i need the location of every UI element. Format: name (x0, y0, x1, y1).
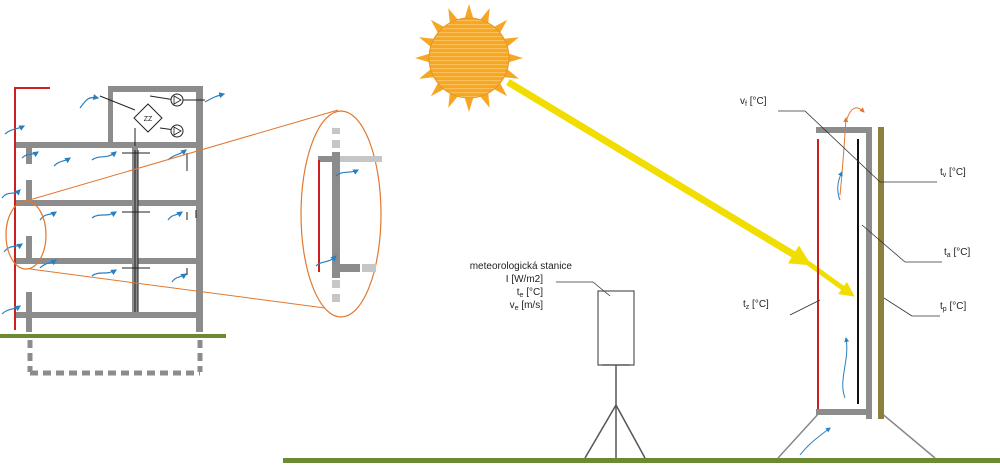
label-t-p: tp [°C] (940, 301, 966, 313)
heat-exchanger-icon: ZZ (133, 103, 163, 133)
facade-wall-segment (26, 236, 32, 264)
solar-ray-arrow-transmitted (806, 260, 855, 297)
foundation-dashed (27, 340, 203, 376)
label-t-a: ta [°C] (944, 247, 970, 259)
air-flow-arrow-icon (1, 92, 226, 315)
label-t-v: tv [°C] (940, 167, 966, 179)
facade-bottom-plate (816, 409, 872, 415)
sun-ray (464, 4, 474, 21)
station-name-label: meteorologická stanice (470, 261, 573, 272)
sun-ray (506, 53, 523, 63)
facade-inner-wall (866, 127, 872, 419)
label-v-f: vf [°C] (740, 96, 767, 108)
roof-column-left (108, 86, 113, 146)
heat-exchanger-label: ZZ (144, 116, 153, 123)
zoom-detail (300, 110, 382, 318)
pump-icon (170, 124, 184, 138)
air-flow-arrow-icon (335, 169, 360, 177)
sun-ray (464, 95, 474, 112)
facade-panel (878, 127, 884, 419)
solar-ray-arrow (506, 79, 812, 266)
air-flow-arrow-icon (837, 171, 843, 201)
weather-station-icon (556, 281, 646, 459)
station-irradiance-label: I [W/m2] (506, 274, 543, 285)
floor-slab-3 (14, 142, 203, 148)
sun-ray (415, 53, 432, 63)
building-section: ZZ (0, 86, 226, 376)
building-column-right (196, 86, 203, 332)
station-temp-label: te [°C] (517, 287, 543, 299)
facade-wall-segment (26, 148, 32, 164)
floor-slab-2 (14, 200, 203, 206)
roof-slab-upper (108, 86, 203, 92)
floor-slab-0 (14, 312, 203, 318)
air-flow-arrow-icon (315, 255, 337, 267)
pump-icon (170, 93, 184, 107)
facade-wall-segment (26, 180, 32, 206)
duct-lines (99, 95, 205, 312)
station-wind-label: ve [m/s] (510, 300, 544, 312)
label-t-z: tz [°C] (743, 299, 769, 311)
ground-line-right (283, 458, 1000, 463)
air-flow-arrow-icon (799, 427, 831, 456)
facade-top-plate (816, 127, 872, 133)
double-skin-facade (777, 107, 942, 459)
exhaust-air-flow-arrow (845, 107, 865, 123)
warm-air-flow-arrow (839, 117, 849, 196)
facade-wall-segment (26, 292, 32, 332)
air-flow-arrow-icon (842, 337, 850, 399)
sun-icon (415, 4, 523, 112)
floor-slab-1 (14, 258, 203, 264)
zoom-connector (25, 109, 341, 311)
ground-line-left (0, 334, 226, 338)
